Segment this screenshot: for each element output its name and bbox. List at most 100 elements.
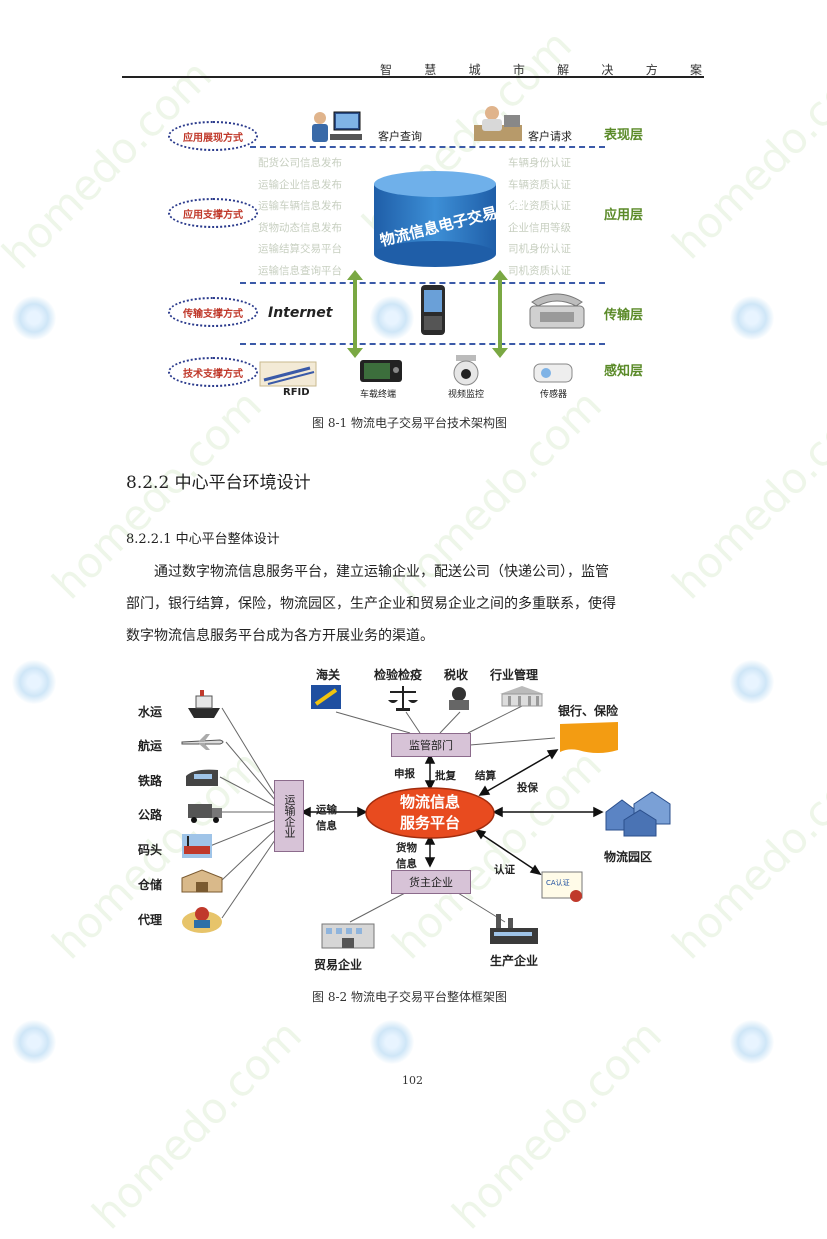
client-request-label: 客户请求	[528, 130, 572, 143]
service-item: 车辆资质认证	[508, 178, 571, 191]
arrow-text: 货物	[396, 842, 417, 854]
transport-enterprise-box: 运输企业	[274, 780, 304, 852]
train-icon	[186, 769, 218, 786]
running-header: 智 慧 城 市 解 决 方 案	[380, 61, 702, 78]
connector-lines	[209, 705, 604, 923]
pill-technology-support: 技术支撑方式	[168, 357, 258, 387]
production-enterprise-label: 生产企业	[490, 954, 539, 968]
logistics-park-label: 物流园区	[604, 850, 653, 864]
service-item: 车辆身份认证	[508, 157, 571, 169]
scales-icon	[388, 686, 418, 711]
header-char: 案	[689, 63, 702, 77]
platform-center-text: 物流信息 服务平台	[364, 792, 496, 834]
vehicle-terminal-icon	[360, 360, 402, 382]
transport-air-label: 航运	[138, 739, 163, 753]
paragraph-line: 部门，银行结算，保险，物流园区，生产企业和贸易企业之间的多重联系，使得	[126, 596, 616, 612]
layer-divider	[240, 343, 605, 345]
computer-user-icon	[312, 111, 362, 142]
header-char: 决	[601, 63, 614, 77]
transport-rail-label: 铁路	[138, 774, 163, 788]
body-paragraph: 通过数字物流信息服务平台，建立运输企业，配送公司（快递公司），监管 部门，银行结…	[126, 556, 726, 652]
layer-label-application: 应用层	[604, 208, 644, 223]
government-building-icon	[500, 686, 544, 707]
service-item: 企业资质认证	[508, 200, 571, 212]
declare-label: 申报	[394, 768, 415, 780]
client-query-label: 客户查询	[378, 130, 422, 143]
platform-line: 服务平台	[399, 814, 460, 832]
figure-caption: 图 8-1 物流电子交易平台技术架构图	[312, 416, 507, 430]
bank-insurance-label: 银行、保险	[558, 704, 619, 718]
layer-label-transmission: 传输层	[604, 308, 644, 323]
inspection-label: 检验检疫	[374, 668, 423, 682]
agent-icon	[182, 907, 222, 933]
office-worker-icon	[474, 106, 522, 141]
sensor-label: 传感器	[540, 390, 568, 400]
insure-label: 投保	[517, 782, 538, 794]
warehouse-icon	[181, 869, 223, 893]
mobile-phone-icon	[421, 285, 445, 335]
transport-warehouse-label: 仓储	[138, 878, 163, 892]
video-camera-icon	[453, 355, 479, 386]
approve-label: 批复	[435, 770, 456, 782]
settle-label: 结算	[475, 770, 496, 782]
service-item: 司机身份认证	[508, 243, 571, 255]
rfid-icon	[259, 361, 317, 387]
layer-divider	[250, 146, 605, 148]
video-monitor-label: 视频监控	[448, 390, 485, 400]
section-heading: 8.2.2 中心平台环境设计	[126, 473, 311, 493]
transport-water-label: 水运	[138, 705, 163, 719]
service-item: 货物动态信息发布	[258, 221, 342, 234]
page-number: 102	[402, 1074, 423, 1087]
platform-cylinder-icon	[374, 171, 496, 267]
platform-ellipse-icon	[365, 787, 495, 839]
service-item: 运输结算交易平台	[258, 243, 342, 255]
customs-label: 海关	[316, 668, 341, 682]
cargo-owner-box: 货主企业	[391, 870, 471, 894]
paragraph-line: 数字物流信息服务平台成为各方开展业务的渠道。	[126, 628, 434, 644]
certificate-text: CA认证	[546, 879, 570, 887]
logistics-park-icon	[605, 791, 671, 837]
pill-presentation-mode: 应用展现方式	[168, 121, 258, 151]
trade-enterprise-label: 贸易企业	[314, 958, 363, 972]
header-char: 方	[645, 63, 658, 77]
header-char: 慧	[424, 63, 437, 77]
arrow-text: 信息	[396, 858, 417, 870]
header-char: 智	[380, 63, 393, 77]
header-char: 解	[557, 63, 570, 77]
airplane-icon	[181, 734, 224, 750]
port-icon	[182, 834, 212, 858]
arrow-text: 运输	[316, 804, 337, 816]
transport-enterprise-label: 运输企业	[283, 794, 296, 838]
service-item: 运输信息查询平台	[258, 264, 342, 277]
header-char: 市	[512, 63, 525, 77]
truck-icon	[188, 804, 222, 823]
double-arrow-icon	[347, 270, 363, 358]
transport-port-label: 码头	[138, 843, 163, 857]
service-item: 运输企业信息发布	[258, 178, 342, 191]
certify-label: 认证	[494, 864, 515, 876]
figure-caption: 图 8-2 物流电子交易平台整体框架图	[312, 990, 507, 1004]
arrow-text: 信息	[316, 820, 337, 832]
internet-label: Internet	[268, 305, 333, 321]
trade-building-icon	[321, 923, 375, 949]
right-service-list: 车辆身份认证 车辆资质认证 企业资质认证 企业信用等级 司机身份认证 司机资质认…	[508, 153, 571, 282]
tax-icon	[449, 687, 469, 710]
double-arrow-icon	[492, 270, 508, 358]
layer-divider	[240, 282, 605, 284]
header-char: 城	[468, 63, 481, 77]
layer-label-presentation: 表现层	[604, 128, 644, 143]
sensor-icon	[533, 363, 573, 383]
transport-agent-label: 代理	[138, 913, 163, 927]
certificate-icon	[541, 871, 583, 902]
industry-mgmt-label: 行业管理	[490, 668, 539, 682]
rfid-label: RFID	[283, 387, 310, 398]
platform-line: 物流信息	[399, 793, 460, 811]
regulator-box: 监管部门	[391, 733, 471, 757]
ship-icon	[188, 690, 220, 718]
service-item: 配货公司信息发布	[258, 157, 342, 169]
bank-icon	[560, 722, 618, 753]
vehicle-terminal-label: 车载终端	[360, 390, 397, 400]
pill-application-support: 应用支撑方式	[168, 198, 258, 228]
header-rule	[122, 76, 704, 78]
left-service-list: 配货公司信息发布 运输企业信息发布 运输车辆信息发布 货物动态信息发布 运输结算…	[258, 153, 342, 282]
